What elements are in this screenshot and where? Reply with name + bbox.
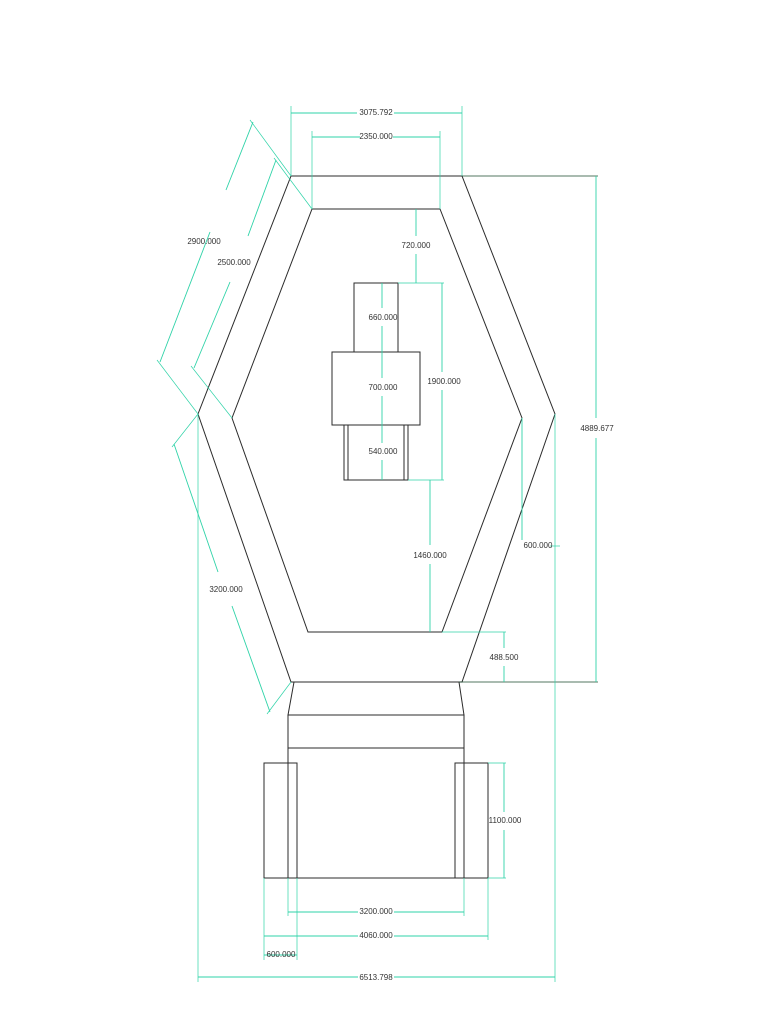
right-side-block — [454, 762, 489, 879]
dim-label-column-total: 1900.000 — [427, 377, 461, 386]
dim-label-overall-width: 6513.798 — [359, 973, 393, 982]
dim-line-lower-left-side — [173, 443, 219, 573]
dim-line-left-outer-side — [225, 121, 254, 191]
dim-label-top-inner-width: 2350.000 — [359, 132, 393, 141]
ext-line — [249, 119, 292, 177]
neck-taper — [287, 681, 465, 716]
dim-line-lower-left-side — [231, 605, 271, 713]
dim-line-left-outer-side — [159, 231, 211, 363]
left-side-block — [263, 762, 298, 879]
inner-hexagon — [231, 208, 523, 633]
lower-block — [343, 424, 409, 481]
dim-label-upper-block: 660.000 — [369, 313, 398, 322]
dim-label-side-block-width: 600.000 — [267, 950, 296, 959]
ext-line — [190, 365, 233, 419]
outer-hexagon — [197, 175, 556, 683]
dim-label-top-outer-width: 3075.792 — [359, 108, 393, 117]
dim-label-side-block: 1100.000 — [489, 816, 522, 825]
dim-line-left-inner-side — [193, 281, 231, 369]
ext-line — [156, 359, 199, 415]
dim-label-left-inner-side: 2500.000 — [217, 258, 251, 267]
neck-band — [287, 714, 465, 749]
dim-label-middle-block: 700.000 — [369, 383, 398, 392]
dim-label-lower-left-side: 3200.000 — [209, 585, 243, 594]
ext-line — [171, 413, 199, 448]
dim-label-top-gap: 720.000 — [402, 241, 431, 250]
dim-label-base-width: 4060.000 — [359, 931, 393, 940]
dim-label-overall-height: 4889.677 — [580, 424, 614, 433]
dim-label-left-outer-side: 2900.000 — [187, 237, 221, 246]
dim-label-bottom-band: 488.500 — [490, 653, 519, 662]
dim-label-inner-base: 3200.000 — [359, 907, 393, 916]
dim-line-left-inner-side — [247, 159, 277, 237]
dim-label-bottom-gap: 1460.000 — [413, 551, 447, 560]
dim-label-lower-block: 540.000 — [369, 447, 398, 456]
dim-label-ring-thickness: 600.000 — [524, 541, 553, 550]
ext-line — [273, 157, 313, 210]
ext-line — [266, 681, 292, 715]
